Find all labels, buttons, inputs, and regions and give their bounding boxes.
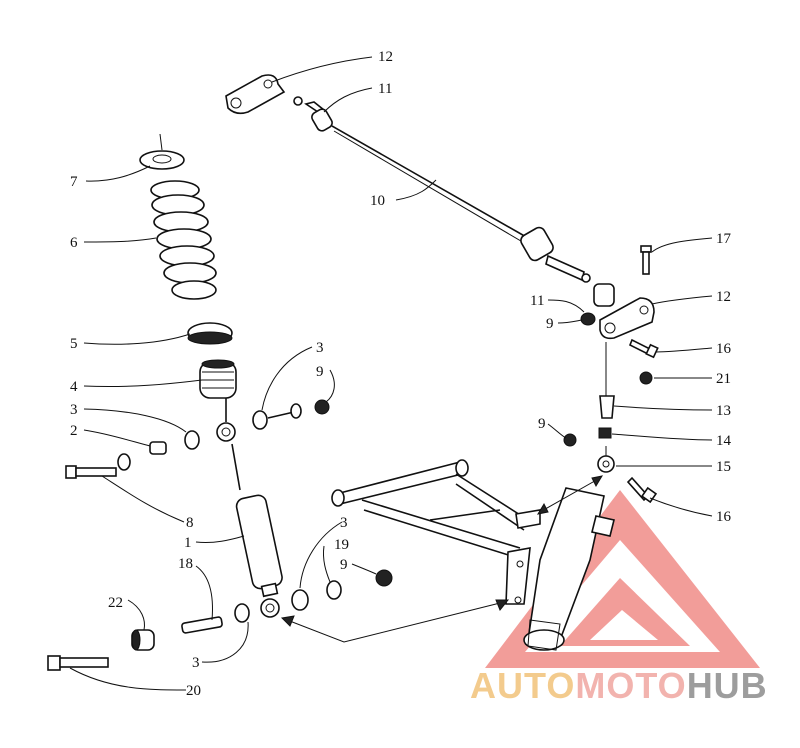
label-3-upper-right: 3: [316, 340, 324, 356]
label-20: 20: [186, 683, 201, 699]
leader-lines: [69, 56, 713, 691]
rod-end-13: [599, 395, 615, 419]
bushing-3-upper-right: [252, 410, 268, 430]
a-arm-frame: [331, 459, 615, 651]
label-7: 7: [70, 174, 78, 190]
bolt-20: [47, 655, 109, 671]
bushing-3-lower-right: [291, 589, 309, 611]
label-12-lower: 12: [716, 289, 731, 305]
logo-text-hub: HUB: [687, 665, 768, 706]
connection-arrows: [280, 475, 604, 643]
vertical-linkage: [563, 342, 658, 504]
logo-triangle-core: [560, 578, 690, 646]
nut-14: [598, 427, 612, 439]
label-1: 1: [184, 535, 192, 551]
label-12-upper: 12: [378, 49, 393, 65]
label-18: 18: [178, 556, 193, 572]
logo-text: AUTOMOTOHUB: [470, 665, 768, 706]
label-9-linkage: 9: [538, 416, 546, 432]
shock-assembly: [47, 133, 393, 671]
spacer-2: [149, 441, 167, 455]
coil-spring-6: [150, 180, 217, 300]
washer-upper: [117, 453, 131, 471]
label-21: 21: [716, 371, 731, 387]
label-5: 5: [70, 336, 78, 352]
cable-10: [331, 125, 529, 239]
rod-end-15: [597, 446, 615, 473]
bushing-3-lower-left: [234, 603, 250, 623]
nut-21: [639, 371, 653, 385]
logo-text-auto: AUTO: [470, 665, 575, 706]
bolt-17: [640, 245, 652, 275]
bushing-11-lower: [593, 283, 615, 307]
sleeve-18: [181, 616, 223, 634]
label-19: 19: [334, 537, 349, 553]
nut-9-lower: [375, 569, 393, 587]
label-8: 8: [186, 515, 194, 531]
spring-collar-7: [139, 150, 185, 170]
logo-text-moto: MOTO: [575, 665, 686, 706]
label-16-upper: 16: [716, 341, 732, 357]
label-11-upper: 11: [378, 81, 392, 97]
label-10: 10: [370, 193, 385, 209]
bolt-8: [65, 465, 117, 479]
label-2: 2: [70, 423, 78, 439]
cable-assembly: [225, 74, 659, 385]
nut-9-link: [580, 312, 596, 326]
bolt-16-upper: [628, 338, 659, 359]
label-3-upper-left: 3: [70, 402, 78, 418]
label-3-lower-left: 3: [192, 655, 200, 671]
label-14: 14: [716, 433, 732, 449]
label-16-lower: 16: [716, 509, 732, 525]
shock-absorber-1: [235, 494, 283, 598]
label-22: 22: [108, 595, 123, 611]
label-15: 15: [716, 459, 731, 475]
bushing-3-upper-left: [184, 430, 200, 450]
label-6: 6: [70, 235, 78, 251]
nut-9-upper: [314, 399, 330, 415]
label-9-lower: 9: [340, 557, 348, 573]
label-9-link: 9: [546, 316, 554, 332]
washer-19: [326, 580, 342, 600]
label-4: 4: [70, 379, 78, 395]
label-3-lower-right: 3: [340, 515, 348, 531]
label-17: 17: [716, 231, 732, 247]
logo-triangle-hole: [590, 610, 658, 640]
bushing-22: [131, 629, 155, 651]
label-13: 13: [716, 403, 731, 419]
bump-stop-4: [199, 359, 237, 399]
label-11-lower: 11: [530, 293, 544, 309]
label-9-upper: 9: [316, 364, 324, 380]
nut-9-linkage: [563, 433, 577, 447]
part-labels: 12 11 10 7 6 5 4 3 9 3 2 8 1 18 3 19 9 2…: [70, 49, 732, 699]
shock-upper-eye: [216, 422, 236, 442]
shock-lower-eye: [260, 598, 280, 618]
